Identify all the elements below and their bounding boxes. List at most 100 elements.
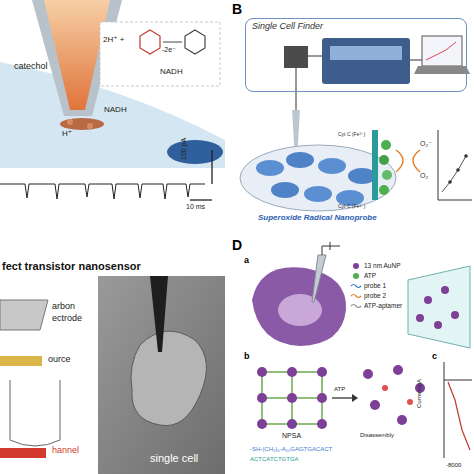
plot-axis <box>444 380 472 381</box>
source-layer <box>0 356 42 366</box>
cytochrome <box>382 170 392 180</box>
nucleus <box>167 140 223 164</box>
legend-text: ATP-aptamer <box>364 302 402 309</box>
gold-nanoparticle <box>397 415 407 425</box>
gold-nanoparticle <box>363 369 373 379</box>
cell <box>286 152 314 168</box>
pipette-sketch <box>10 380 60 446</box>
legend-text: 13 nm AuNP <box>364 262 401 269</box>
chem-label: Cyt C (Fe³⁺) <box>338 132 365 138</box>
cell <box>348 168 376 184</box>
legend-text: ATP <box>364 272 376 279</box>
gold-nanoparticle <box>287 419 297 429</box>
cell <box>271 182 299 198</box>
cell-image <box>131 331 206 426</box>
plot-axis <box>438 130 439 200</box>
part-label: hannel <box>52 446 79 456</box>
screen-plot <box>426 42 456 60</box>
gold-nanoparticle <box>257 393 267 403</box>
instrument-panel <box>330 46 402 60</box>
reaction-label: NADH <box>160 68 183 77</box>
legend-sample <box>351 305 361 308</box>
legend-sample <box>351 285 361 288</box>
probe-label: Superoxide Radical Nanoprobe <box>258 214 377 223</box>
image-label: single cell <box>150 452 198 464</box>
part-label: ource <box>48 355 71 365</box>
nucleus <box>278 294 322 326</box>
gold-nanoparticle <box>434 321 442 329</box>
gold-nanoparticle <box>257 367 267 377</box>
battery-symbol <box>330 242 331 250</box>
electrode-surface <box>372 130 378 200</box>
plot-axis <box>438 200 472 201</box>
vesicle-cluster <box>60 118 104 130</box>
cable <box>410 60 422 61</box>
gold-nanoparticle <box>317 367 327 377</box>
redox-arrow <box>396 150 403 172</box>
amperometric-trace <box>0 184 205 199</box>
gold-nanoparticle <box>451 311 459 319</box>
gold-nanoparticle <box>370 400 380 410</box>
legend-sample <box>351 295 361 298</box>
panel-letter: D <box>232 238 242 253</box>
micrograph <box>98 276 225 474</box>
reaction-label: -2e⁻ <box>162 46 176 54</box>
chem-label: catechol <box>14 62 48 72</box>
subpanel-letter: b <box>244 352 250 362</box>
circuit-wire <box>322 246 340 247</box>
cytochrome <box>379 155 389 165</box>
laptop-screen <box>422 36 462 66</box>
nanopipette <box>312 255 326 302</box>
plot-line <box>442 156 466 192</box>
vesicle <box>87 123 93 129</box>
catechol-ring <box>185 30 205 54</box>
cell <box>304 186 332 202</box>
axis-label: Current/pA <box>416 379 423 408</box>
tick-label: -8000 <box>446 462 461 469</box>
pipette-tip-zoom <box>408 266 470 348</box>
subpanel-letter: a <box>244 256 249 266</box>
arrow-label: ATP <box>334 386 345 393</box>
chem-label: NADH <box>104 106 127 115</box>
plot-axis <box>444 362 445 458</box>
chem-label: O₂ <box>420 172 428 180</box>
process-arrow <box>332 397 352 398</box>
gold-nanoparticle <box>424 296 432 304</box>
cell <box>318 158 346 174</box>
nanoparticle-assembly <box>257 367 327 429</box>
reaction-label: 2H⁺ + <box>103 36 124 45</box>
legend-text: probe 2 <box>364 292 386 299</box>
gold-nanoparticle <box>317 419 327 429</box>
legend-sample <box>353 263 359 269</box>
structure-label: NPSA <box>282 432 301 440</box>
cable <box>308 56 322 57</box>
gold-nanoparticle <box>287 367 297 377</box>
atp-molecule <box>407 399 413 405</box>
amplifier-box <box>284 46 308 68</box>
arrow-head <box>352 394 358 402</box>
gold-nanoparticle <box>257 419 267 429</box>
panel-letter: B <box>232 2 242 17</box>
cytochrome <box>379 185 389 195</box>
cell-body <box>252 267 346 346</box>
gold-nanoparticle <box>416 314 424 322</box>
scale-label: 100 pA <box>180 138 188 160</box>
legend-sample <box>353 273 359 279</box>
sequence-text: -SH-(CH₂)₆-A₁₀GAGTGACACT <box>250 446 332 453</box>
gold-nanoparticle <box>393 365 403 375</box>
cytochrome <box>381 140 391 150</box>
circuit-wire <box>322 246 323 255</box>
chem-label: H⁺ <box>62 130 72 139</box>
panel-title: fect transistor nanosensor <box>2 260 141 272</box>
chem-label: Cyt C (Fe²⁺) <box>338 204 365 210</box>
redox-arrow <box>413 150 420 172</box>
legend-text: probe 1 <box>364 282 386 289</box>
data-point <box>464 154 468 158</box>
quinone-ring <box>140 30 160 54</box>
data-point <box>448 180 452 184</box>
gold-nanoparticle <box>317 393 327 403</box>
scale-bar <box>211 150 212 184</box>
subpanel-letter: c <box>432 352 437 362</box>
